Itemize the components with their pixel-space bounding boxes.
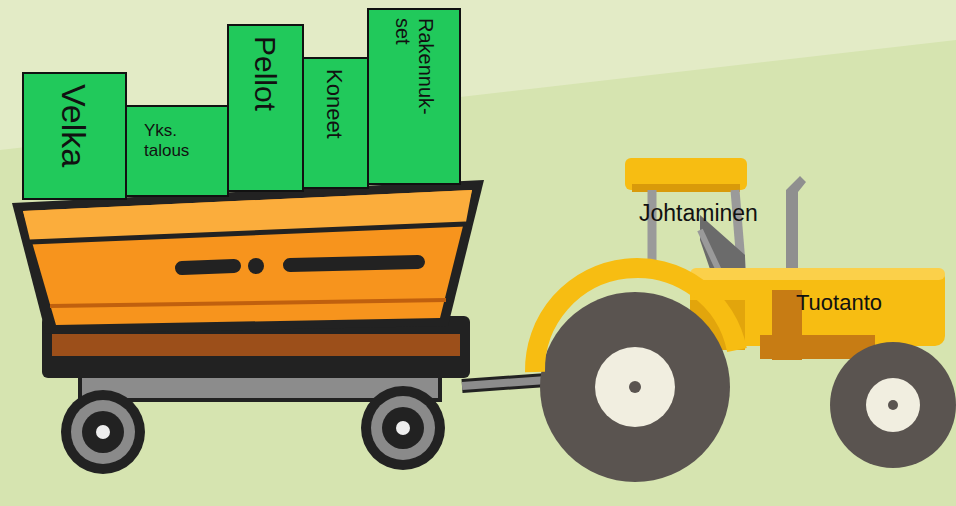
trailer-wheel-rim [71,400,135,464]
trailer-wheel-rim [371,396,435,460]
trailer-wheel-hub [82,411,124,453]
tractor-label: Johtaminen [639,200,758,227]
front-wheel-dot [888,400,898,410]
asset-box: Yks. talous [125,105,229,197]
trailer-wheel-hub [382,407,424,449]
trailer-body [23,190,472,325]
trailer-stripe [182,266,234,268]
trailer-beam [52,334,460,356]
box-label: Pellot [247,36,282,111]
box-label: Rakennuk- set [391,18,437,122]
trailer-wheel-dot [396,421,410,435]
tractor-label: Tuotanto [796,290,882,316]
front-wheel-hub [866,378,920,432]
trailer-rim-line [30,224,466,242]
box-label: Koneet [322,69,347,139]
asset-box: Koneet [302,57,369,189]
rear-wheel [540,292,730,482]
trailer-bottom-line [50,300,446,306]
trailer-dot [248,258,264,274]
asset-box: Velka [22,72,127,200]
rear-wheel-dot [629,381,641,393]
box-label: Yks. talous [144,121,206,160]
asset-box: Rakennuk- set [367,8,461,185]
rear-fender [535,268,737,372]
asset-box: Pellot [227,24,304,192]
box-label: Velka [54,84,93,167]
trailer-wheel [361,386,445,470]
tractor-hood-top [690,268,945,280]
trailer-body-outline [12,180,484,334]
trailer-wheel-dot [96,425,110,439]
trailer-wheel [61,390,145,474]
front-wheel [830,342,956,468]
rear-wheel-hub [595,347,675,427]
trailer-stripe [290,262,418,265]
